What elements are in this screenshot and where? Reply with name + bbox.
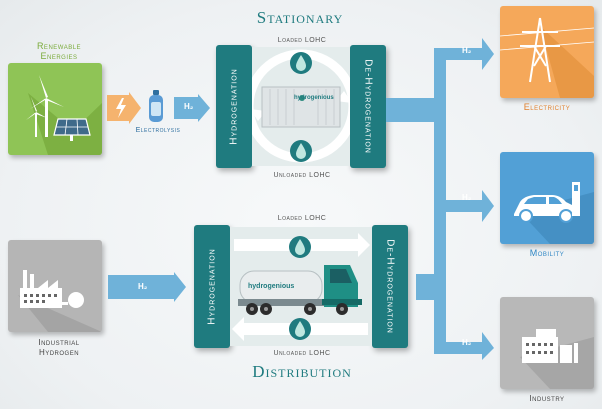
car-icon	[514, 182, 594, 244]
distribution-loaded-label: Loaded LOHC	[277, 215, 327, 222]
charging-station-icon	[572, 182, 580, 216]
stationary-title: Stationary	[256, 8, 344, 27]
h2-label-2: H₂	[138, 282, 148, 291]
electrolysis-tank-icon	[149, 90, 163, 122]
industry-label: Industry	[529, 394, 565, 403]
distribution-hydrogenation-panel	[194, 225, 230, 348]
distribution-title: Distribution	[252, 362, 352, 381]
loaded-drop-icon	[290, 52, 312, 74]
distribution-unloaded-label: Unloaded LOHC	[273, 350, 331, 357]
stationary-cycle	[252, 47, 350, 166]
distribution-dehydrogenation-panel	[372, 225, 408, 348]
h2-label-industry: H₂	[462, 338, 472, 347]
distribution-flow	[230, 227, 372, 346]
stationary-unloaded-label: Unloaded LOHC	[273, 172, 331, 179]
stationary-hydrogenation-panel	[216, 45, 252, 168]
lightning-icon	[116, 98, 126, 118]
container-brand-text: hydrogenious	[294, 95, 334, 101]
electrolysis-label: Electrolysis	[135, 127, 181, 134]
truck-icon	[238, 265, 362, 315]
stationary-hydrogenation-label: Hydrogenation	[228, 68, 240, 145]
h2-label-electricity: H₂	[462, 46, 472, 55]
renewable-energies-tile	[8, 63, 102, 155]
h2-label-mobility: H₂	[462, 193, 472, 202]
stationary-dehydrogenation-label: De-Hydrogenation	[362, 59, 374, 154]
electricity-label: Electricity	[523, 102, 571, 112]
truck-brand-text: hydrogenious	[248, 283, 295, 290]
distribution-loaded-drop-icon	[289, 236, 311, 258]
energy-arrow	[107, 92, 141, 124]
output-arrows	[386, 38, 494, 360]
mobility-label: Mobility	[529, 248, 565, 258]
unloaded-drop-icon	[290, 140, 312, 162]
stationary-dehydrogenation-panel	[350, 45, 386, 168]
wind-turbine-icon	[26, 75, 102, 155]
factory-icon	[18, 270, 102, 332]
industrial-hydrogen-label: Industrial Hydrogen	[38, 338, 80, 357]
mobility-tile	[500, 152, 594, 244]
distribution-unloaded-drop-icon	[289, 318, 311, 340]
stationary-loaded-label: Loaded LOHC	[277, 37, 327, 44]
industry-building-icon	[520, 329, 594, 389]
h2-arrow-to-stationary	[174, 94, 210, 122]
power-pylon-icon	[500, 17, 594, 98]
container-icon	[261, 86, 341, 128]
electricity-tile	[500, 6, 594, 98]
industrial-hydrogen-tile	[8, 240, 102, 332]
renewable-energies-label: Renewable Energies	[36, 41, 82, 61]
distribution-hydrogenation-label: Hydrogenation	[206, 248, 218, 325]
industry-tile	[500, 297, 594, 389]
h2-label-1: H₂	[184, 102, 194, 111]
h2-arrow-to-distribution	[108, 272, 186, 302]
solar-panel-icon	[53, 118, 91, 141]
